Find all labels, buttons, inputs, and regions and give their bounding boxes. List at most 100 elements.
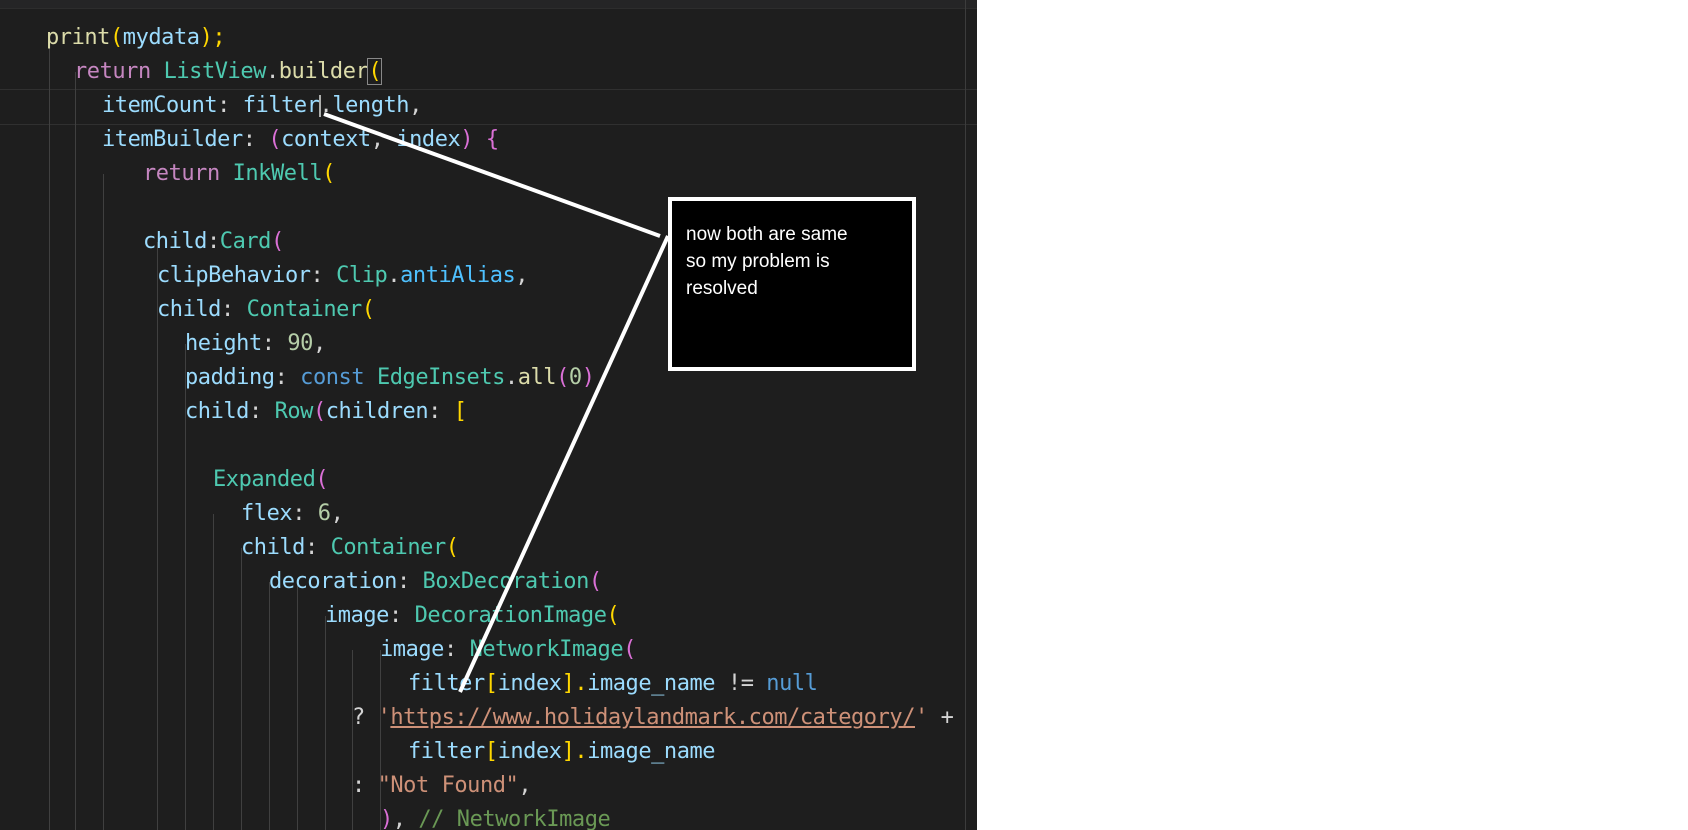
code-line[interactable]: decoration: BoxDecoration( <box>269 565 602 599</box>
code-line[interactable]: child: Row(children: [ <box>185 395 467 429</box>
token: ( <box>322 161 335 186</box>
token: image <box>325 603 389 628</box>
annotation-arrow <box>323 112 661 238</box>
token: : <box>248 399 275 424</box>
token: : <box>428 399 454 424</box>
token: filter <box>242 93 320 118</box>
token: antiAlias <box>400 263 516 288</box>
token: : <box>242 127 269 152</box>
token: ( <box>445 535 459 560</box>
bracket-match: ( <box>367 58 383 85</box>
token: height <box>185 331 262 356</box>
indent-guide <box>352 650 353 830</box>
token: NetworkImage <box>469 637 624 662</box>
token: child <box>157 297 221 322</box>
token: filter <box>408 739 485 764</box>
token: print <box>46 25 110 50</box>
code-line[interactable]: filter[index].image_name != null <box>408 667 818 701</box>
code-line[interactable]: filter[index].image_name <box>408 735 716 769</box>
token: : <box>261 331 288 356</box>
code-line[interactable]: itemBuilder: (context, index) { <box>102 123 499 157</box>
token: padding <box>185 365 275 390</box>
indent-guide <box>297 582 298 830</box>
token: , <box>409 93 422 118</box>
code-line[interactable]: image: NetworkImage( <box>380 633 636 667</box>
indent-guide <box>75 72 76 830</box>
code-line[interactable]: child: Container( <box>241 531 459 565</box>
token: ( <box>109 25 123 50</box>
token: : <box>217 93 243 118</box>
token: image_name <box>587 739 716 764</box>
indent-guide <box>213 514 214 830</box>
indent-guide <box>269 582 270 830</box>
token: : <box>443 637 470 662</box>
annotation-arrow <box>458 235 670 693</box>
token: , <box>312 331 326 356</box>
token: ' <box>377 705 391 730</box>
token: ? <box>352 705 378 730</box>
indent-guide <box>380 650 381 830</box>
code-line[interactable]: Expanded( <box>213 463 329 497</box>
token: ' <box>915 705 928 730</box>
token: : <box>304 535 331 560</box>
token: child <box>241 535 305 560</box>
token: decoration <box>269 569 397 594</box>
token: builder <box>278 59 369 84</box>
token: 90 <box>287 331 313 356</box>
indent-guide <box>325 616 326 830</box>
token: 0 <box>568 365 582 390</box>
token: + <box>927 705 954 730</box>
code-line[interactable]: print(mydata); <box>46 21 226 55</box>
token: , <box>518 773 532 798</box>
code-line[interactable]: flex: 6, <box>241 497 344 531</box>
indent-guide <box>185 344 186 830</box>
token: return <box>74 59 151 84</box>
token: ( <box>361 297 375 322</box>
editor-top-strip <box>0 0 977 9</box>
code-line[interactable]: return InkWell( <box>143 157 335 191</box>
token: != <box>715 671 767 696</box>
vertical-scrollbar[interactable] <box>965 0 966 830</box>
code-line[interactable]: child: Container( <box>157 293 375 327</box>
code-line-active[interactable]: itemCount: filter.length, <box>102 89 422 123</box>
token: . <box>319 93 333 118</box>
token: : <box>220 297 247 322</box>
code-line[interactable]: image: DecorationImage( <box>325 599 620 633</box>
indent-guide <box>49 38 50 830</box>
current-line-highlight <box>0 89 977 125</box>
token: flex <box>241 501 293 526</box>
token: index <box>396 127 461 152</box>
token: EdgeInsets <box>376 365 505 390</box>
token: : <box>352 773 378 798</box>
token: return <box>143 161 220 186</box>
code-line[interactable]: return ListView.builder( <box>74 55 383 89</box>
code-line[interactable]: ), // NetworkImage <box>380 803 611 830</box>
text-cursor <box>318 95 321 117</box>
annotation-text: now both are same so my problem is resol… <box>686 224 848 299</box>
token: [ <box>484 671 498 696</box>
token: : <box>388 603 415 628</box>
code-line[interactable]: child:Card( <box>143 225 284 259</box>
token: Container <box>330 535 447 560</box>
token: "Not Found" <box>377 773 519 798</box>
url-link[interactable]: https://www.holidaylandmark.com/category… <box>390 705 915 730</box>
token: : <box>310 263 337 288</box>
code-line[interactable]: ? 'https://www.holidaylandmark.com/categ… <box>352 701 954 735</box>
code-line[interactable]: height: 90, <box>185 327 326 361</box>
annotation-box: now both are same so my problem is resol… <box>668 197 916 371</box>
token: ListView <box>163 59 267 84</box>
token: ) <box>380 807 393 830</box>
token: Row <box>274 399 314 424</box>
token: length <box>332 93 410 118</box>
token: { <box>485 127 499 152</box>
code-line[interactable]: : "Not Found", <box>352 769 532 803</box>
token: children <box>325 399 429 424</box>
token: ) <box>460 127 486 152</box>
indent-guide <box>157 242 158 830</box>
code-line[interactable]: clipBehavior: Clip.antiAlias, <box>157 259 529 293</box>
code-editor[interactable]: print(mydata); return ListView.builder( … <box>0 0 977 830</box>
token: ( <box>312 399 326 424</box>
token: ]. <box>561 671 588 696</box>
token: : <box>274 365 301 390</box>
